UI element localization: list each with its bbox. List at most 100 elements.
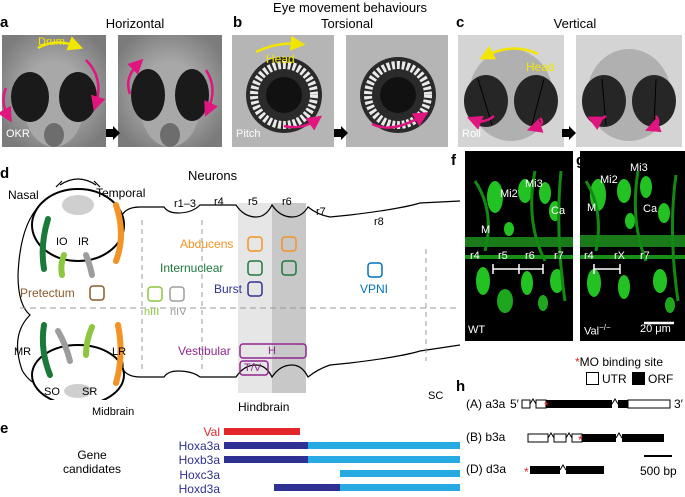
nasal-label: Nasal <box>8 188 39 202</box>
g-cell-m: M <box>587 202 597 214</box>
panel-c-transition-arrow <box>562 126 576 140</box>
sr-label: SR <box>82 386 98 398</box>
temporal-label: Temporal <box>96 186 146 200</box>
drum-label: Drum <box>38 36 65 48</box>
g-genotype-sup: −/− <box>599 323 611 332</box>
bar-hoxd3a-dark <box>274 484 340 491</box>
utr-legend-swatch <box>586 372 599 385</box>
gene-bars <box>224 428 460 491</box>
head-arrow-b <box>255 35 306 54</box>
panel-a-arrows <box>0 36 218 123</box>
rhombomere-r7: r7 <box>316 206 326 218</box>
figure-title: Eye movement behaviours <box>273 0 427 15</box>
gene-val-label: Val <box>203 425 220 439</box>
transcript-a3a-3prime: 3′ <box>674 397 683 411</box>
f-rhombo-r6: r6 <box>525 250 535 262</box>
panel-d-letter: d <box>0 165 10 182</box>
rhombomere-r8: r8 <box>374 216 384 228</box>
sc-label: SC <box>428 390 444 402</box>
bar-hoxd3a-light <box>340 484 460 491</box>
gene-heading-line1: Gene <box>77 448 107 462</box>
roll-label: Roll <box>462 128 481 140</box>
transcript-a3a-5prime: 5′ <box>510 397 519 411</box>
transcript-d3a-label: (D) d3a <box>466 462 507 476</box>
panel-c-letter: c <box>456 14 465 31</box>
orf-legend-label: ORF <box>648 372 674 386</box>
head-label-c: Head <box>526 60 555 74</box>
panel-c-arrows <box>467 45 662 133</box>
vpni-label: VPNI <box>360 282 389 296</box>
panel-c-image-right <box>576 35 682 147</box>
f-cell-m: M <box>481 224 491 236</box>
g-cell-mi3: Mi3 <box>630 162 648 174</box>
orf-legend-swatch <box>632 372 645 385</box>
bar-hoxb3a-dark <box>224 456 308 463</box>
pretectum-label: Pretectum <box>20 286 75 300</box>
mo-legend-label: MO binding site <box>579 355 664 369</box>
transcript-diagrams: * * * <box>521 398 672 479</box>
panel-a-letter: a <box>0 14 9 31</box>
drum-arrow <box>37 36 84 51</box>
g-rhombo-r7: r7 <box>640 250 650 262</box>
rhombomere-r6: r6 <box>282 196 292 208</box>
gene-heading: Gene candidates <box>62 448 122 476</box>
rhombomere-r5: r5 <box>248 196 258 208</box>
panel-a-transition-arrow <box>106 126 120 140</box>
f-genotype: WT <box>468 324 486 336</box>
bar-val <box>224 428 300 435</box>
bar-hoxa3a-dark <box>224 442 308 449</box>
ir-label: IR <box>78 236 89 248</box>
panel-c-title: Vertical <box>553 16 597 31</box>
lr-label: LR <box>112 346 127 358</box>
n3-label: nIII <box>144 306 160 318</box>
mo-star-d3a: * <box>524 465 529 479</box>
midbrain-label: Midbrain <box>92 406 135 418</box>
gene-heading-line2: candidates <box>62 462 122 476</box>
panel-a-title: Horizontal <box>105 16 165 31</box>
f-rhombo-r4: r4 <box>470 250 480 262</box>
vestibular-label: Vestibular <box>178 344 231 358</box>
internuclear-label: Internuclear <box>160 261 224 275</box>
bar-hoxb3a-light <box>308 456 460 463</box>
mo-legend: *MO binding site <box>575 355 663 369</box>
g-cell-ca: Ca <box>643 203 658 215</box>
g-rhombo-r4: r4 <box>584 250 594 262</box>
tv-label: T/V <box>244 362 262 374</box>
head-arrow-c <box>479 45 539 60</box>
panel-b-arrows <box>255 35 429 131</box>
panel-h-letter: h <box>456 378 466 395</box>
transcript-b3a-label: (B) b3a <box>466 430 506 444</box>
rhombomere-r4: r4 <box>214 196 224 208</box>
panel-a-image-left <box>2 35 106 147</box>
panel-e-letter: e <box>0 420 9 437</box>
panel-a-image-right <box>118 35 222 147</box>
f-cell-mi3: Mi3 <box>525 178 543 190</box>
pitch-label: Pitch <box>236 128 261 140</box>
utr-legend-label: UTR <box>602 372 627 386</box>
panel-f-letter: f <box>451 152 456 169</box>
neurons-heading: Neurons <box>188 168 238 183</box>
h-label: H <box>268 345 276 357</box>
so-label: SO <box>44 386 60 398</box>
g-genotype: Val−/− <box>584 323 611 338</box>
hindbrain-label: Hindbrain <box>238 400 290 414</box>
mo-star-a3a: * <box>544 399 549 413</box>
brain-schematic <box>16 178 460 400</box>
g-genotype-name: Val <box>584 325 600 338</box>
transcript-a3a-label: (A) a3a <box>466 397 506 411</box>
gene-hoxb3a-label: Hoxb3a <box>178 453 220 467</box>
mr-label: MR <box>14 346 32 358</box>
bar-hoxa3a-light <box>308 442 460 449</box>
mo-star-icon: * <box>575 355 580 369</box>
burst-label: Burst <box>214 282 243 296</box>
panel-b-title: Torsional <box>320 16 374 31</box>
panel-b-letter: b <box>233 14 243 31</box>
gene-hoxd3a-label: Hoxd3a <box>178 482 220 496</box>
panel-b-transition-arrow <box>334 126 348 140</box>
mo-star-b3a: * <box>578 433 583 447</box>
okr-label: OKR <box>6 128 30 140</box>
panel-g-image <box>580 151 685 341</box>
h-scale-bar-label: 500 bp <box>640 464 677 478</box>
f-cell-ca: Ca <box>551 205 566 217</box>
f-rhombo-r7: r7 <box>554 250 564 262</box>
